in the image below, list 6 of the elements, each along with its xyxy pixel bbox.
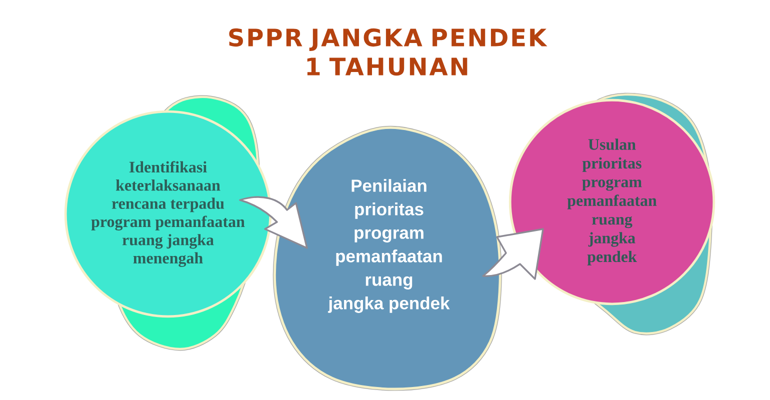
title: SPPR JANGKA PENDEK 1 TAHUNAN xyxy=(229,28,548,76)
circle-node: Identifikasi keterlaksanaan rencana terpadu program pemanfaatan ruang jangka menengah xyxy=(64,110,272,318)
block-arrow xyxy=(482,228,544,280)
block-arrow xyxy=(239,196,308,249)
circle-node: Usulan prioritas program pemanfaatan ruang jangka pendek xyxy=(508,98,716,306)
blob-node: Penilaian prioritas program pemanfaatan ruang jangka pendek xyxy=(272,126,502,391)
